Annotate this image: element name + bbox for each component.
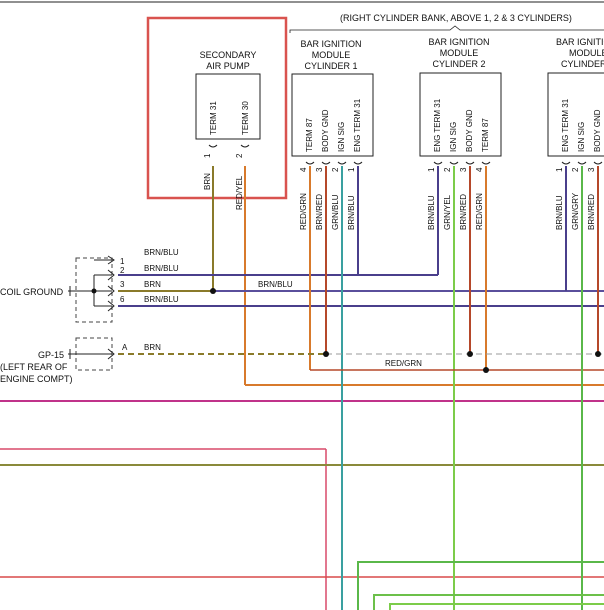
module1-terminals xyxy=(305,161,363,165)
coil-ground-wire-3: BRN xyxy=(144,280,161,289)
module3-wire-brn-red: BRN/RED xyxy=(587,194,596,230)
module3-title-3: CYLINDER xyxy=(561,59,604,69)
air-pump-terminal-2 xyxy=(240,144,250,148)
module3-ign-sig: IGN SIG xyxy=(577,122,586,152)
module2-pin-2: 2 xyxy=(443,167,452,172)
coil-ground-wire-6: BRN/BLU xyxy=(144,295,179,304)
module1-ign-sig: IGN SIG xyxy=(337,122,346,152)
module3-wire-brn-blu: BRN/BLU xyxy=(555,195,564,230)
air-pump-title-2: AIR PUMP xyxy=(206,61,250,71)
module2-wire-grn-yel: GRN/YEL xyxy=(443,194,452,230)
module1-title-2: MODULE xyxy=(312,50,351,60)
air-pump-title-1: SECONDARY xyxy=(200,50,257,60)
module1-wire-red-grn: RED/GRN xyxy=(299,193,308,230)
module1-term-87: TERM 87 xyxy=(305,118,314,152)
coil-ground-leads xyxy=(94,259,112,307)
air-pump-wire-2: RED/YEL xyxy=(235,175,244,210)
module1-body-gnd: BODY GND xyxy=(321,109,330,152)
coil-ground-node xyxy=(91,288,97,294)
gp15-pin-a: A xyxy=(122,343,128,352)
module3-terminals xyxy=(561,161,603,165)
module2-terminals xyxy=(433,161,491,165)
bank-bracket xyxy=(289,25,604,33)
gp15-location-2: ENGINE COMPT) xyxy=(0,374,73,384)
coil-ground-wire-1: BRN/BLU xyxy=(144,248,179,257)
air-pump-term-30: TERM 30 xyxy=(241,101,250,135)
air-pump-terminal-1 xyxy=(208,144,218,148)
coil-ground-pin-3: 3 xyxy=(120,280,125,289)
module3-pin-3: 3 xyxy=(587,167,596,172)
module2-ign-sig: IGN SIG xyxy=(449,122,458,152)
wire-green-route-2 xyxy=(373,594,604,610)
module1-pin-2: 2 xyxy=(331,167,340,172)
wire-green-route-3 xyxy=(389,603,604,610)
module3-wire-grn-gry: GRN/GRY xyxy=(571,192,580,230)
air-pump-pin-2: 2 xyxy=(235,153,244,158)
module1-wire-brn-red: BRN/RED xyxy=(315,194,324,230)
module2-wire-brn-blu: BRN/BLU xyxy=(427,195,436,230)
air-pump-wire-1: BRN xyxy=(203,173,212,190)
module2-eng-term-31: ENG TERM 31 xyxy=(433,98,442,152)
red-grn-bus-label: RED/GRN xyxy=(385,359,422,368)
module2-title-1: BAR IGNITION xyxy=(428,37,489,47)
coil-ground-pin-1: 1 xyxy=(120,257,125,266)
module2-body-gnd: BODY GND xyxy=(465,109,474,152)
module1-title-1: BAR IGNITION xyxy=(300,39,361,49)
module2-pin-1: 1 xyxy=(427,167,436,172)
module1-wire-brn-blu: BRN/BLU xyxy=(347,195,356,230)
splice-red-grn xyxy=(483,367,489,373)
module1-wire-grn-blu: GRN/BLU xyxy=(331,194,340,230)
module1-pin-4: 4 xyxy=(299,167,308,172)
module2-box xyxy=(419,72,502,157)
splice-m3-gnd xyxy=(595,351,601,357)
coil-ground-pin-2: 2 xyxy=(120,266,125,275)
coil-ground-wire-2: BRN/BLU xyxy=(144,264,179,273)
coil-ground-pin-6: 6 xyxy=(120,295,125,304)
gp15-label: GP-15 xyxy=(38,350,64,360)
gp15-location-1: (LEFT REAR OF xyxy=(0,362,68,372)
bank-label: (RIGHT CYLINDER BANK, ABOVE 1, 2 & 3 CYL… xyxy=(340,13,572,23)
module1-title-3: CYLINDER 1 xyxy=(304,61,357,71)
module3-title-2: MODULE xyxy=(569,48,604,58)
gp15-wire: BRN xyxy=(144,343,161,352)
coil-ground-label: COIL GROUND xyxy=(0,287,64,297)
coil-ground-connector xyxy=(75,257,113,323)
module2-term-87: TERM 87 xyxy=(481,118,490,152)
coil-ground-terminals xyxy=(107,255,115,312)
air-pump-highlight-frame xyxy=(146,16,288,200)
air-pump-pin-1: 1 xyxy=(203,153,212,158)
module3-title-1: BAR IGNITION xyxy=(556,37,604,47)
air-pump-term-31: TERM 31 xyxy=(209,101,218,135)
coil-ground-splice-wire: BRN/BLU xyxy=(258,280,293,289)
module1-eng-term-31: ENG TERM 31 xyxy=(353,98,362,152)
module2-pin-4: 4 xyxy=(475,167,484,172)
splice-m1-gnd xyxy=(323,351,329,357)
module2-wire-red-grn: RED/GRN xyxy=(475,193,484,230)
module3-body-gnd: BODY GND xyxy=(593,109,602,152)
module1-box xyxy=(291,73,374,157)
module1-pin-3: 3 xyxy=(315,167,324,172)
module1-pin-1: 1 xyxy=(347,167,356,172)
module3-pin-1: 1 xyxy=(555,167,564,172)
wire-green-route-1 xyxy=(357,561,604,610)
module3-pin-2: 2 xyxy=(571,167,580,172)
module2-wire-brn-red: BRN/RED xyxy=(459,194,468,230)
splice-coil-ground xyxy=(210,288,216,294)
air-pump-box xyxy=(195,73,261,140)
gp15-terminal xyxy=(107,348,115,360)
module3-box xyxy=(547,72,604,157)
splice-m2-gnd xyxy=(467,351,473,357)
module2-title-3: CYLINDER 2 xyxy=(432,59,485,69)
module3-eng-term-31: ENG TERM 31 xyxy=(561,98,570,152)
module2-title-2: MODULE xyxy=(440,48,479,58)
module2-pin-3: 3 xyxy=(459,167,468,172)
